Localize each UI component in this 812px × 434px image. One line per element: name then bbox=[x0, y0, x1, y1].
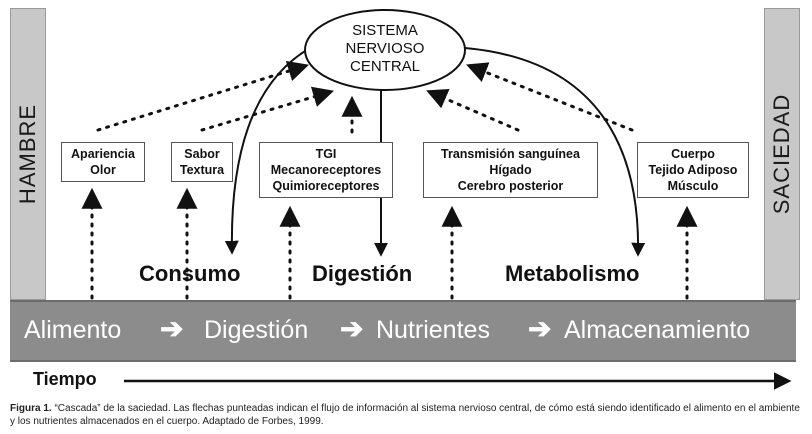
flow-nutrientes: Nutrientes bbox=[376, 316, 490, 344]
flow-bar bbox=[10, 300, 796, 362]
box-sabor: Sabor Textura bbox=[171, 142, 233, 182]
info-arrow-transmision bbox=[426, 89, 520, 132]
info-arrow-sabor bbox=[200, 86, 335, 132]
caption-text: “Cascada” de la saciedad. Las flechas pu… bbox=[10, 403, 800, 427]
box-transmision: Transmisión sanguínea Hígado Cerebro pos… bbox=[423, 142, 598, 198]
flow-alimento: Alimento bbox=[24, 316, 122, 344]
cns-to-metabolismo-arrow bbox=[464, 47, 646, 257]
info-arrow-cuerpo bbox=[466, 62, 634, 132]
time-label: Tiempo bbox=[33, 369, 97, 389]
figure-caption: Figura 1. “Cascada” de la saciedad. Las … bbox=[10, 402, 806, 428]
flow-arrow-3: ➔ bbox=[528, 313, 552, 344]
flow-almacenamiento: Almacenamiento bbox=[564, 316, 751, 344]
info-arrow-apariencia bbox=[96, 60, 310, 132]
cns-to-consumo-arrow bbox=[224, 47, 311, 255]
cns-label: SISTEMA NERVIOSO CENTRAL bbox=[345, 22, 425, 75]
stage-digestion: Digestión bbox=[312, 261, 413, 286]
stage-consumo: Consumo bbox=[139, 261, 241, 286]
flow-arrow-2: ➔ bbox=[340, 313, 364, 344]
caption-label: Figura 1. bbox=[10, 403, 52, 414]
stage-metabolismo: Metabolismo bbox=[505, 261, 640, 286]
saciedad-bar: SACIEDAD bbox=[764, 8, 800, 300]
flow-digestion: Digestión bbox=[204, 316, 309, 344]
cns-ellipse bbox=[304, 9, 466, 91]
flow-arrow-1: ➔ bbox=[160, 313, 184, 344]
box-cuerpo: Cuerpo Tejido Adiposo Músculo bbox=[637, 142, 749, 198]
hambre-bar: HAMBRE bbox=[10, 8, 46, 300]
box-tgi: TGI Mecanoreceptores Quimioreceptores bbox=[259, 142, 393, 198]
box-apariencia: Apariencia Olor bbox=[61, 142, 145, 182]
